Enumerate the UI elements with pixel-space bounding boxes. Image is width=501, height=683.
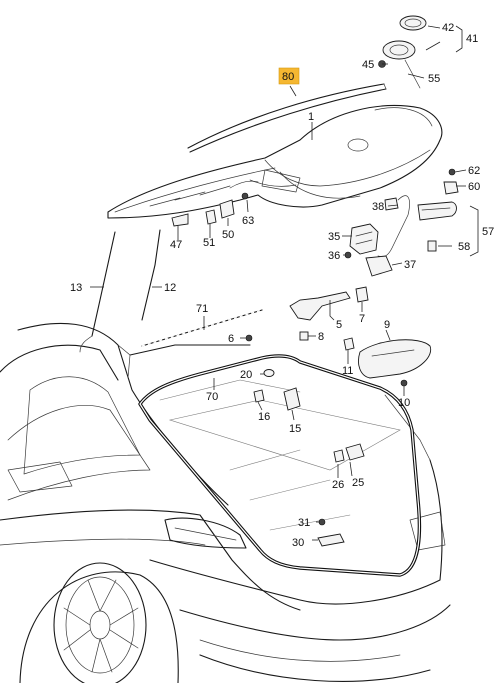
clip-62 (448, 168, 456, 176)
bolt-16 (253, 389, 265, 403)
clip-6 (245, 334, 253, 342)
bolt-7 (355, 286, 369, 303)
callout-25: 25 (352, 477, 364, 489)
gas-strut-13 (79, 231, 116, 353)
bolt-8 (299, 331, 309, 341)
callout-13: 13 (70, 282, 82, 294)
callout-70: 70 (206, 391, 218, 403)
striker-30 (317, 533, 345, 547)
bracket-25 (345, 443, 365, 461)
callout-5: 5 (336, 319, 342, 331)
callout-20: 20 (240, 369, 252, 381)
callout-6: 6 (228, 333, 234, 345)
callout-62: 62 (468, 165, 480, 177)
callout-47: 47 (170, 239, 182, 251)
callout-10: 10 (398, 397, 410, 409)
callout-63: 63 (242, 215, 254, 227)
callout-41: 41 (466, 33, 478, 45)
pin-47 (171, 213, 189, 227)
callout-15: 15 (289, 423, 301, 435)
callout-58: 58 (458, 241, 470, 253)
lock-35 (349, 223, 379, 255)
handle-9 (358, 339, 432, 379)
leader-lines (90, 25, 479, 541)
hinge-50 (219, 199, 235, 219)
callout-50: 50 (222, 229, 234, 241)
callout-80-highlight (278, 67, 300, 85)
callout-35: 35 (328, 231, 340, 243)
callout-11: 11 (342, 365, 353, 377)
callout-16: 16 (258, 411, 270, 423)
clip-11 (343, 337, 355, 351)
callout-30: 30 (292, 537, 304, 549)
emblem-handle-41 (382, 40, 416, 60)
grommet-20 (263, 369, 275, 377)
tailgate-1 (107, 105, 443, 219)
gas-strut-12 (141, 229, 161, 321)
screw-10 (400, 379, 408, 387)
callout-80: 80 (282, 71, 294, 83)
bracket-15 (283, 387, 301, 411)
emblem-42 (399, 15, 427, 31)
callout-42: 42 (442, 22, 454, 34)
callout-45: 45 (362, 59, 374, 71)
car-body (0, 322, 451, 683)
callout-labels: 1 80 42 41 45 55 62 60 38 57 58 35 36 37… (70, 22, 494, 549)
buffer-60 (443, 181, 459, 195)
spoiler-80 (187, 83, 387, 153)
bracket-5 (289, 291, 351, 321)
callout-38: 38 (372, 201, 384, 213)
callout-71: 71 (196, 303, 208, 315)
bolt-26 (333, 449, 345, 463)
latch-motor-57 (417, 201, 457, 221)
door-seal-70 (138, 354, 422, 577)
callout-60: 60 (468, 181, 480, 193)
callout-8: 8 (318, 331, 324, 343)
callout-57: 57 (482, 226, 494, 238)
callout-9: 9 (384, 319, 390, 331)
callout-1: 1 (308, 111, 314, 123)
bolt-51 (205, 209, 217, 225)
nut-58 (427, 240, 437, 252)
callout-26: 26 (332, 479, 344, 491)
callout-37: 37 (404, 259, 416, 271)
callout-51: 51 (203, 237, 215, 249)
callout-55: 55 (428, 73, 440, 85)
actuator-38 (384, 197, 399, 211)
callout-31: 31 (298, 517, 310, 529)
cable-55 (404, 59, 421, 89)
striker-37 (365, 255, 393, 277)
screw-63 (241, 192, 249, 200)
callout-7: 7 (359, 313, 365, 325)
callout-36: 36 (328, 250, 340, 262)
callout-12: 12 (164, 282, 176, 294)
